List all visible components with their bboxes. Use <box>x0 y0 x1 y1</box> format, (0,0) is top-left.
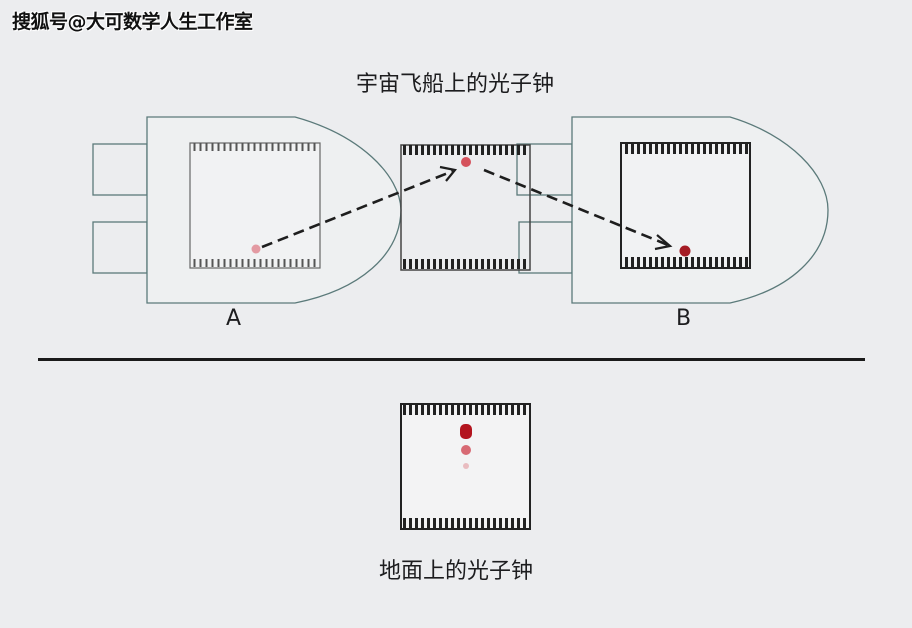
clock-a <box>189 142 321 269</box>
watermark: 搜狐号@大可数学人生工作室 <box>12 11 253 33</box>
ground-photon-1 <box>460 424 472 439</box>
ship-a-thruster-bottom <box>92 221 148 274</box>
ground-photon-2 <box>461 445 471 455</box>
clock-b <box>620 142 751 269</box>
divider-line <box>38 358 865 361</box>
spaceship-clock-title: 宇宙飞船上的光子钟 <box>356 72 555 97</box>
position-a-label: A <box>226 306 242 331</box>
photon-mid <box>461 157 471 167</box>
photon-a <box>251 244 261 254</box>
arrowheads <box>439 165 673 251</box>
ground-photon-3 <box>463 463 469 469</box>
light-path <box>261 168 669 249</box>
ground-clock <box>400 403 531 530</box>
photon-b <box>679 245 691 257</box>
arrow-up-head-icon <box>439 165 458 182</box>
ship-a-thruster-top <box>92 143 148 196</box>
position-b-label: B <box>676 306 692 331</box>
clock-mid <box>400 144 531 271</box>
light-path-up <box>261 169 454 249</box>
ground-clock-title: 地面上的光子钟 <box>379 559 534 584</box>
spaceship-mid <box>516 143 573 274</box>
arrow-down-head-icon <box>654 234 673 251</box>
